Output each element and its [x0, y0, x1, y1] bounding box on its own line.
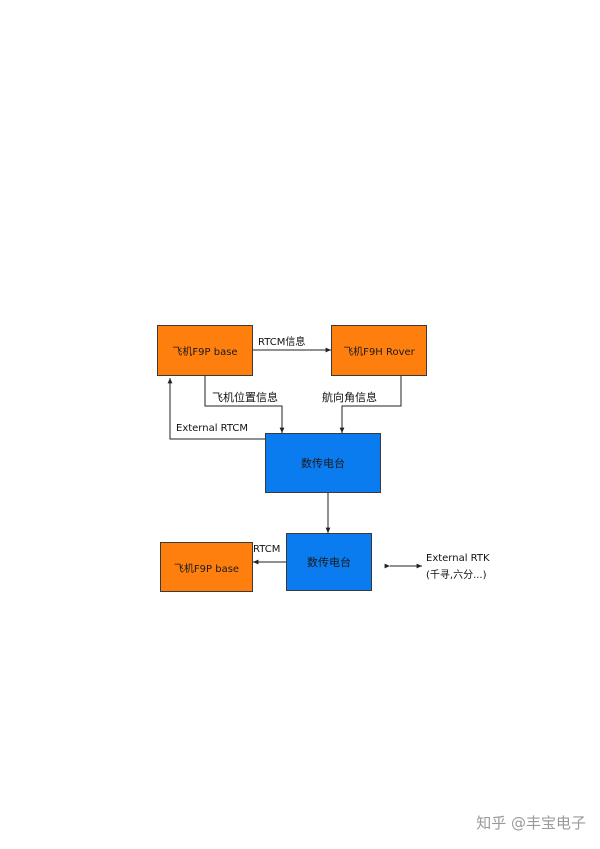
node-top-rover-label: 飞机F9H Rover — [343, 347, 415, 358]
node-radio-lower-label: 数传电台 — [307, 556, 351, 569]
node-bottom-base: 飞机F9P base — [160, 542, 253, 592]
label-external-rtk-line2: (千寻,六分...) — [426, 570, 487, 581]
arrow-radio-to-base — [167, 378, 265, 440]
label-external-rtcm: External RTCM — [176, 423, 249, 434]
node-radio-lower: 数传电台 — [286, 533, 372, 591]
arrow-base-to-radio — [204, 376, 285, 433]
label-external-rtk-line1: External RTK — [426, 553, 490, 564]
watermark: 知乎 @丰宝电子 — [476, 814, 586, 832]
label-heading-info: 航向角信息 — [322, 391, 377, 404]
node-radio-upper: 数传电台 — [265, 433, 381, 493]
node-top-base: 飞机F9P base — [157, 325, 253, 376]
node-radio-upper-label: 数传电台 — [301, 457, 345, 470]
label-rtcm-info: RTCM信息 — [258, 337, 306, 348]
node-top-rover: 飞机F9H Rover — [331, 325, 427, 376]
node-top-base-label: 飞机F9P base — [172, 347, 238, 358]
label-rtcm: RTCM — [253, 544, 281, 555]
node-bottom-base-label: 飞机F9P base — [173, 563, 240, 575]
label-position-info: 飞机位置信息 — [212, 391, 278, 404]
arrow-rover-to-radio — [339, 376, 402, 433]
